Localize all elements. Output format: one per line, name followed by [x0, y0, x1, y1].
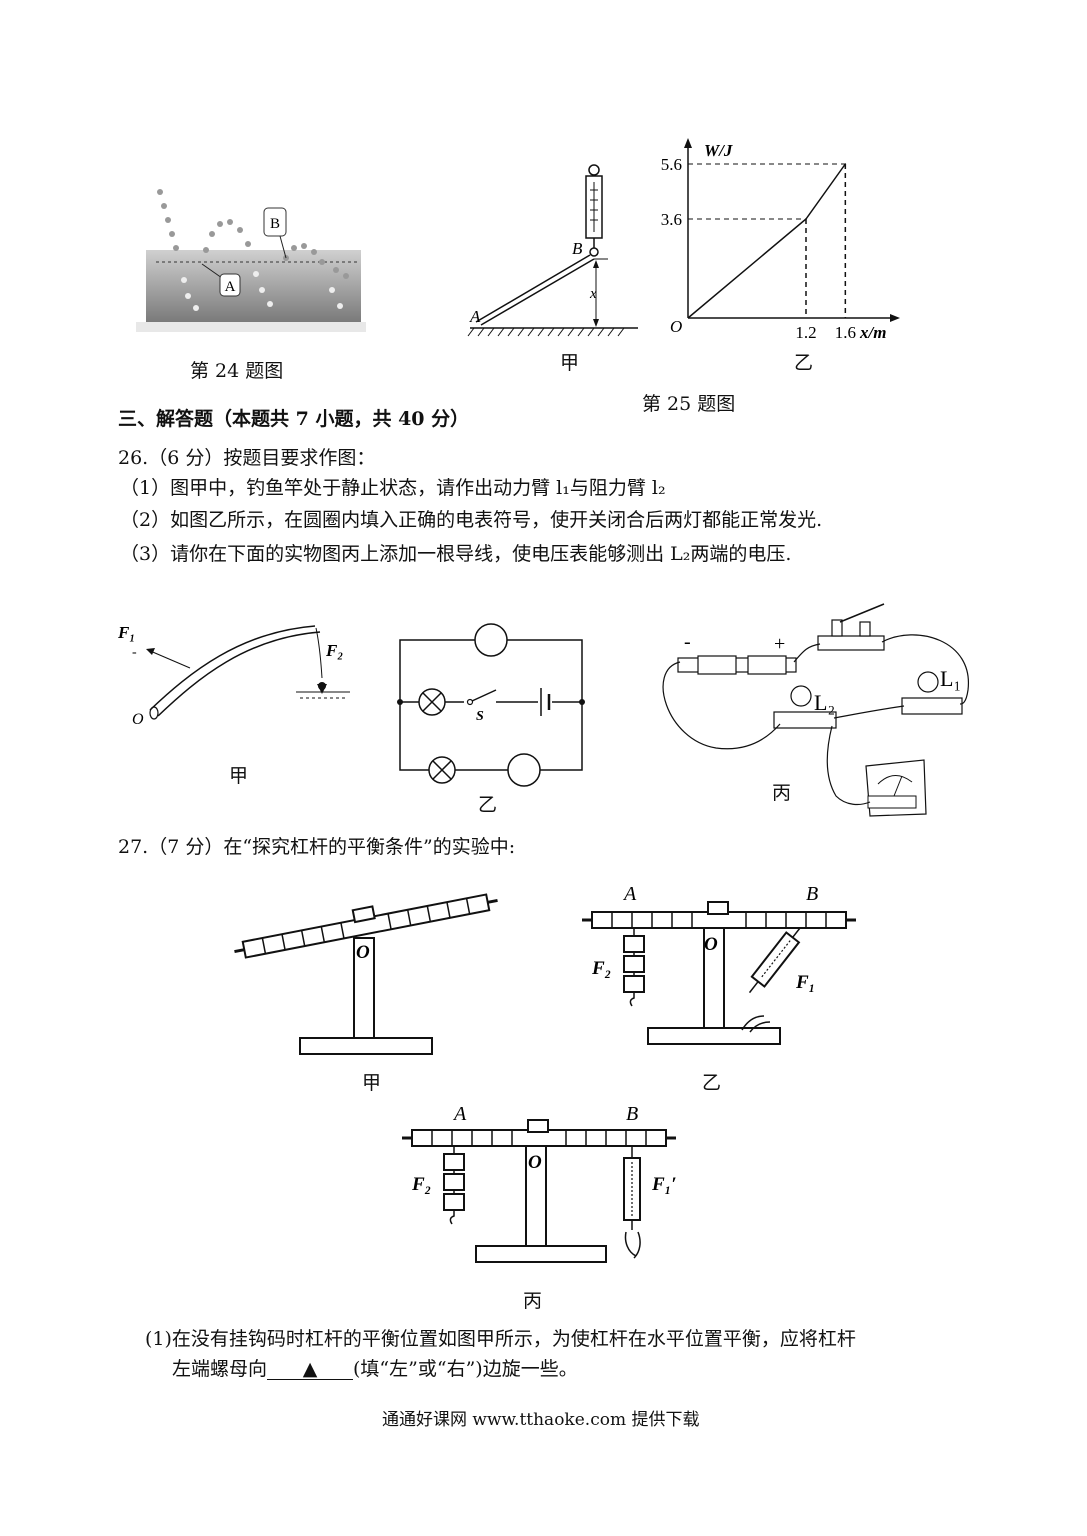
switch-s: S — [476, 709, 484, 724]
fig24: A B — [136, 150, 366, 332]
meter-circle-top — [474, 623, 508, 657]
q26-part3: （3）请你在下面的实物图丙上添加一根导线，使电压表能够测出 L₂两端的电压. — [120, 543, 792, 565]
fig24-label-a: A — [225, 279, 236, 295]
q27-bing-f1: F₁′ — [651, 1174, 677, 1195]
q27-part1-line1: (1)在没有挂钩码时杠杆的平衡位置如图甲所示，为使杠杆在水平位置平衡，应将杠杆 — [145, 1328, 856, 1350]
q27-part1-line2: 左端螺母向▲(填“左”或“右”)边旋一些。 — [172, 1360, 578, 1380]
fig25-jia: x B A — [462, 162, 642, 347]
data-point-2 — [844, 163, 847, 165]
fig25-jia-x: x — [589, 286, 597, 302]
fig25-jia-caption: 甲 — [560, 352, 580, 374]
q27-fig-bing: A B O F₂ F₁′ — [400, 1103, 680, 1278]
q27-part1-before: 左端螺母向 — [172, 1358, 268, 1380]
q27-fig-jia-caption: 甲 — [362, 1072, 382, 1094]
q26-stem: 26.（6 分）按题目要求作图： — [118, 447, 376, 469]
q26-jia-minus: - — [132, 645, 137, 660]
q27-fig-yi: A B O F₂ F₁ — [580, 880, 860, 1066]
fig25-yi: W/J x/m O 3.6 5.6 1.2 1.6 — [660, 130, 910, 350]
q27-bing-f2: F₂ — [411, 1174, 431, 1195]
meter-circle-bottom — [507, 753, 541, 787]
fig25-caption: 第 25 题图 — [642, 393, 736, 415]
fig25-yi-chart: W/J x/m O 3.6 5.6 1.2 1.6 — [661, 138, 900, 342]
q26-fig-bing-caption: 丙 — [772, 782, 792, 804]
q26-jia-f2: F₂ — [325, 641, 343, 660]
origin: O — [670, 317, 682, 336]
fig24-label-b: B — [270, 216, 280, 232]
q26-fig-yi-caption: 乙 — [478, 794, 498, 816]
ylabel: W/J — [704, 141, 733, 160]
fig24-caption: 第 24 题图 — [190, 360, 284, 382]
q27-fig-jia: O — [228, 886, 508, 1062]
q26-part1: （1）图甲中，钓鱼竿处于静止状态，请作出动力臂 l₁与阻力臂 l₂ — [120, 477, 666, 499]
q27-fig-yi-caption: 乙 — [702, 1072, 722, 1094]
answer-blank[interactable]: ▲ — [267, 1360, 354, 1380]
fig25-jia-a: A — [469, 307, 481, 326]
bing-l2: L₂ — [814, 690, 835, 715]
fig24-photo: A B — [136, 189, 366, 332]
bing-l1: L₁ — [940, 666, 961, 691]
fig25-jia-b: B — [572, 239, 583, 258]
q26-fig-yi: S — [392, 620, 592, 790]
bing-minus: - — [684, 631, 691, 653]
q27-bing-o: O — [528, 1152, 542, 1173]
xlabel: x/m — [859, 323, 886, 342]
fig25-yi-caption: 乙 — [794, 352, 814, 374]
xtick-1-2: 1.2 — [795, 323, 816, 342]
data-point-1 — [805, 218, 807, 220]
q27-part1-after: (填“左”或“右”)边旋一些。 — [353, 1358, 578, 1380]
q27-yi-b: B — [806, 883, 818, 905]
q27-stem: 27.（7 分）在“探究杠杆的平衡条件”的实验中: — [118, 836, 516, 858]
q26-fig-bing: - + L₁ L₂ — [656, 600, 978, 830]
q27-fig-bing-caption: 丙 — [523, 1290, 543, 1312]
q27-bing-a: A — [452, 1106, 467, 1125]
q26-jia-o: O — [132, 711, 144, 728]
q27-jia-o: O — [356, 942, 370, 963]
q27-yi-f1: F₁ — [795, 972, 815, 993]
bing-plus: + — [774, 633, 785, 655]
q26-jia-f1: F₁ — [117, 623, 135, 642]
q26-fig-jia-caption: 甲 — [229, 765, 249, 787]
q26-part2: （2）如图乙所示，在圆圈内填入正确的电表符号，使开关闭合后两灯都能正常发光. — [120, 509, 823, 531]
q27-yi-f2: F₂ — [591, 958, 611, 979]
ytick-5-6: 5.6 — [661, 155, 682, 174]
q27-yi-a: A — [622, 883, 637, 905]
xtick-1-6: 1.6 — [835, 323, 856, 342]
ytick-3-6: 3.6 — [661, 210, 682, 229]
q27-bing-b: B — [626, 1106, 638, 1125]
section-title: 三、解答题（本题共 7 小题，共 40 分） — [118, 408, 470, 430]
w-x-line — [687, 163, 846, 319]
footer: 通通好课网 www.tthaoke.com 提供下载 — [382, 1410, 700, 1430]
q26-fig-jia: F₁ - F₂ O — [110, 612, 370, 742]
q27-yi-o: O — [704, 934, 718, 955]
